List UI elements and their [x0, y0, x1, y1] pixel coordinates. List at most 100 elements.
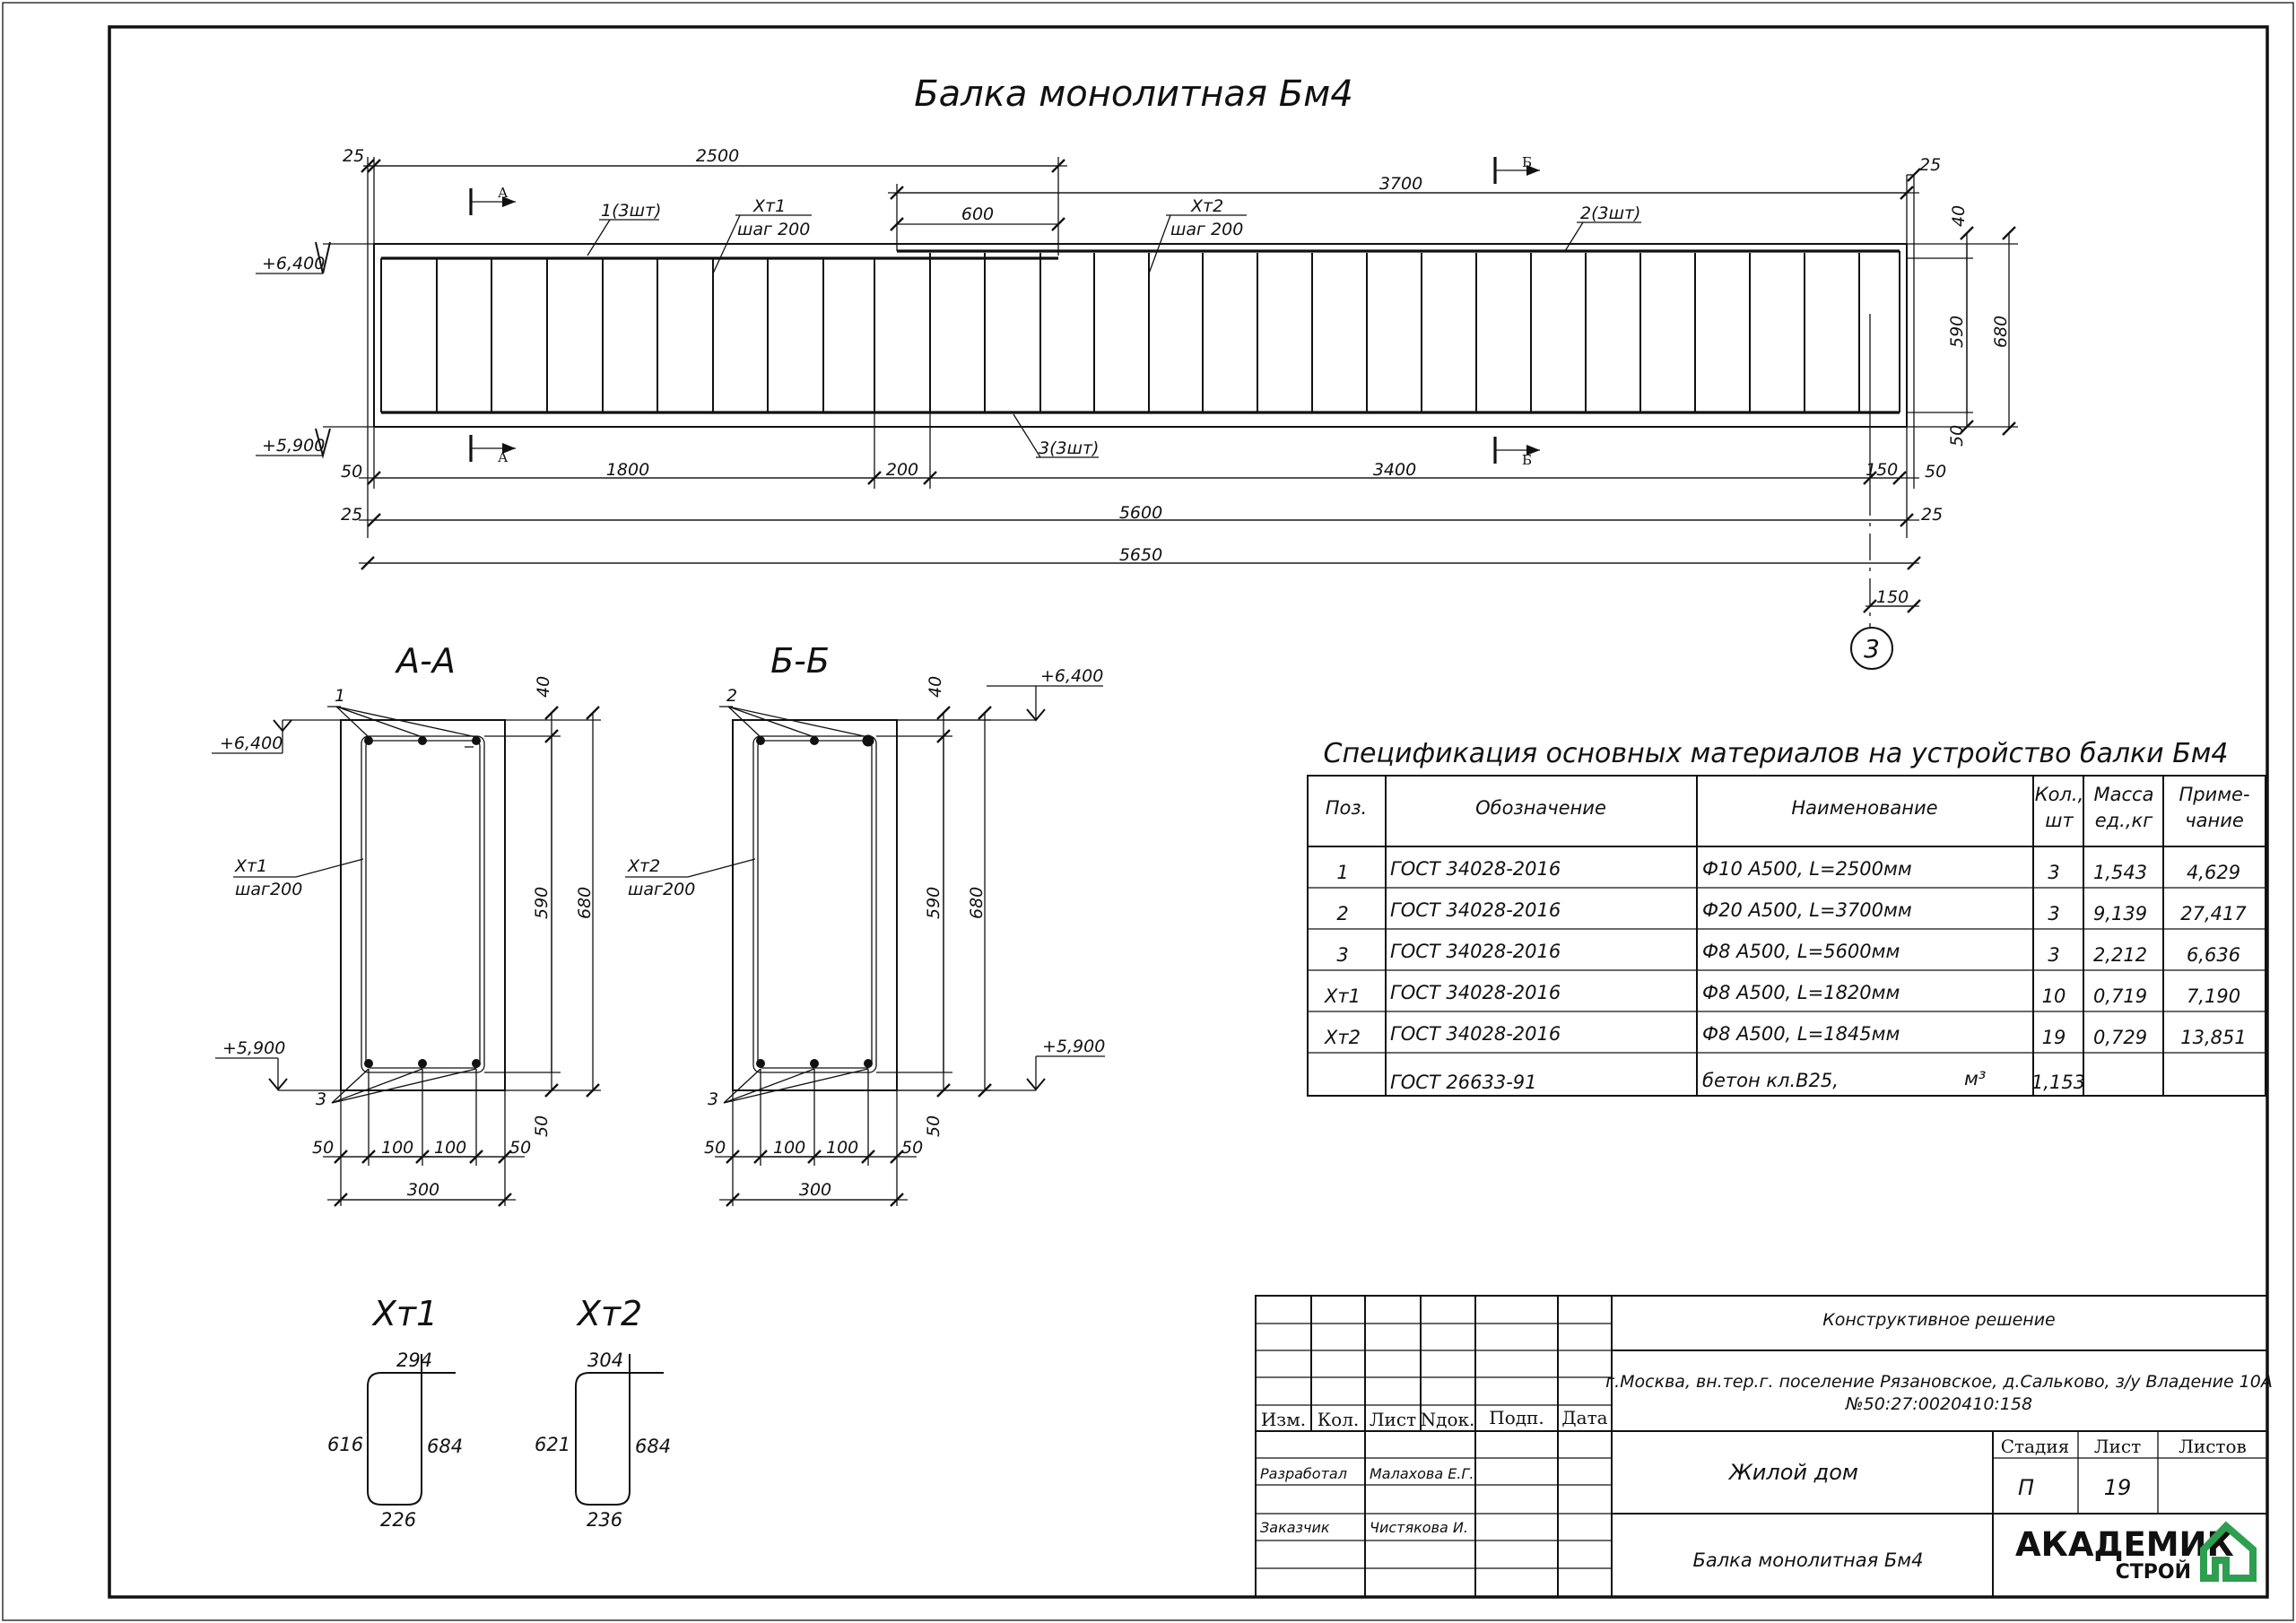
svg-text:Б: Б: [1522, 452, 1532, 468]
section-mark-a-top: А: [469, 185, 516, 215]
svg-text:40: 40: [926, 676, 945, 698]
svg-text:Поз.: Поз.: [1326, 797, 1367, 819]
svg-text:Масса: Масса: [2094, 784, 2154, 805]
svg-text:А: А: [498, 449, 509, 465]
svg-text:2: 2: [726, 686, 737, 706]
svg-text:3: 3: [2048, 862, 2059, 883]
svg-text:100: 100: [773, 1138, 805, 1158]
svg-text:3400: 3400: [1373, 460, 1416, 480]
svg-text:3: 3: [708, 1089, 718, 1109]
leader-bar2: 2(3шт): [1564, 204, 1641, 252]
svg-text:25: 25: [1921, 505, 1943, 525]
svg-text:м³: м³: [1964, 1068, 1986, 1089]
svg-text:Лист: Лист: [2094, 1436, 2141, 1457]
svg-text:шт: шт: [2045, 810, 2074, 831]
svg-text:50: 50: [901, 1138, 923, 1158]
drawing-frame: [108, 25, 2269, 1599]
svg-text:236: 236: [587, 1509, 622, 1531]
svg-text:50: 50: [509, 1138, 531, 1158]
svg-text:чание: чание: [2185, 810, 2244, 831]
svg-text:300: 300: [407, 1180, 439, 1200]
spec-table: Спецификация основных материалов на устр…: [1307, 738, 2266, 1097]
svg-text:+6,400: +6,400: [1040, 666, 1103, 686]
svg-text:300: 300: [799, 1180, 831, 1200]
svg-text:3: 3: [316, 1089, 326, 1109]
svg-text:ГОСТ 34028-2016: ГОСТ 34028-2016: [1390, 858, 1561, 880]
svg-text:Ф8 А500, L=5600мм: Ф8 А500, L=5600мм: [1702, 941, 1900, 962]
svg-text:0,719: 0,719: [2093, 985, 2147, 1007]
svg-text:9,139: 9,139: [2093, 903, 2147, 924]
svg-text:Б: Б: [1522, 154, 1532, 170]
svg-text:Приме-: Приме-: [2179, 784, 2249, 805]
svg-text:200: 200: [886, 460, 918, 480]
svg-text:5650: 5650: [1119, 545, 1162, 565]
spec-row: ГОСТ 26633-91 бетон кл.В25, м³ 1,153: [1390, 1068, 2085, 1093]
svg-text:ГОСТ 34028-2016: ГОСТ 34028-2016: [1390, 1023, 1561, 1045]
svg-text:Чистякова И.: Чистякова И.: [1370, 1519, 1468, 1536]
leader-bar1: 1(3шт): [587, 201, 661, 256]
section-mark-b-bottom: Б: [1493, 437, 1540, 468]
svg-text:7,190: 7,190: [2187, 985, 2240, 1007]
svg-text:6,636: 6,636: [2187, 944, 2240, 966]
svg-text:50: 50: [341, 462, 362, 482]
svg-text:Ф20 А500, L=3700мм: Ф20 А500, L=3700мм: [1702, 899, 1912, 921]
svg-text:Хт2: Хт2: [1190, 196, 1223, 216]
svg-text:+5,900: +5,900: [222, 1038, 285, 1058]
logo-house-icon: [2200, 1521, 2257, 1582]
leader-bar3: 3(3шт): [1013, 413, 1099, 458]
svg-text:Стадия: Стадия: [2001, 1436, 2070, 1457]
svg-text:40: 40: [1949, 205, 1969, 227]
svg-text:№50:27:0020410:158: №50:27:0020410:158: [1845, 1394, 2032, 1414]
svg-text:680: 680: [967, 887, 987, 919]
svg-text:1,153: 1,153: [2031, 1072, 2085, 1093]
svg-text:шаг 200: шаг 200: [737, 220, 810, 239]
svg-text:2: 2: [1336, 903, 1348, 924]
drawing-title: Балка монолитная Бм4: [914, 74, 1353, 115]
svg-text:100: 100: [826, 1138, 858, 1158]
svg-text:1: 1: [1336, 862, 1348, 883]
svg-text:ГОСТ 26633-91: ГОСТ 26633-91: [1390, 1072, 1537, 1093]
title-block: Изм. Кол. Лист Nдок. Подп. Дата Разработ…: [1255, 1295, 2273, 1598]
svg-text:Подп.: Подп.: [1489, 1407, 1544, 1428]
svg-text:Хт1: Хт1: [1324, 985, 1361, 1007]
svg-text:шаг 200: шаг 200: [1170, 220, 1243, 239]
svg-text:Хт2: Хт2: [1324, 1027, 1361, 1048]
section-aa: А-А +6,400 +5,900 1 Хт1 шаг200: [212, 641, 601, 1207]
stirrup-xt2-title: Хт2: [576, 1294, 642, 1333]
svg-text:621: 621: [535, 1434, 570, 1455]
svg-text:590: 590: [1947, 316, 1967, 348]
svg-text:50: 50: [312, 1138, 334, 1158]
svg-text:684: 684: [427, 1436, 463, 1457]
svg-text:Ф10 А500, L=2500мм: Ф10 А500, L=2500мм: [1702, 858, 1912, 880]
svg-text:1,543: 1,543: [2093, 862, 2147, 883]
svg-text:0,729: 0,729: [2093, 1027, 2147, 1048]
logo-text-sub: СТРОЙ: [2116, 1560, 2191, 1584]
svg-text:1(3шт): 1(3шт): [601, 201, 661, 221]
svg-text:50: 50: [532, 1115, 552, 1137]
svg-text:4,629: 4,629: [2187, 862, 2240, 883]
svg-text:ГОСТ 34028-2016: ГОСТ 34028-2016: [1390, 941, 1561, 962]
svg-text:27,417: 27,417: [2180, 903, 2247, 924]
svg-text:Дата: Дата: [1561, 1407, 1607, 1428]
stirrup-xt1-title: Хт1: [371, 1294, 438, 1333]
svg-text:150: 150: [1876, 587, 1909, 607]
spec-row: Хт2 ГОСТ 34028-2016 Ф8 А500, L=1845мм 19…: [1324, 1023, 2247, 1048]
spec-row: 2 ГОСТ 34028-2016 Ф20 А500, L=3700мм 3 9…: [1336, 899, 2247, 924]
svg-text:40: 40: [534, 676, 553, 698]
svg-text:+6,400: +6,400: [220, 733, 283, 753]
svg-text:бетон кл.В25,: бетон кл.В25,: [1702, 1070, 1839, 1091]
spec-title: Спецификация основных материалов на устр…: [1324, 738, 2229, 769]
svg-text:+5,900: +5,900: [1042, 1037, 1105, 1056]
svg-text:Хт1: Хт1: [752, 196, 786, 216]
leader-xt2: Хт2 шаг 200: [1148, 196, 1247, 274]
section-mark-b-top: Б: [1493, 154, 1540, 184]
elev-top: +6,400: [262, 254, 325, 273]
svg-text:13,851: 13,851: [2180, 1027, 2246, 1048]
stirrup-xt2: Хт2 304 621 684 236: [535, 1294, 671, 1531]
svg-text:590: 590: [924, 887, 944, 919]
svg-text:Кол.: Кол.: [1318, 1409, 1360, 1430]
svg-text:3: 3: [2048, 903, 2059, 924]
svg-text:Изм.: Изм.: [1261, 1409, 1306, 1430]
svg-text:50: 50: [704, 1138, 726, 1158]
